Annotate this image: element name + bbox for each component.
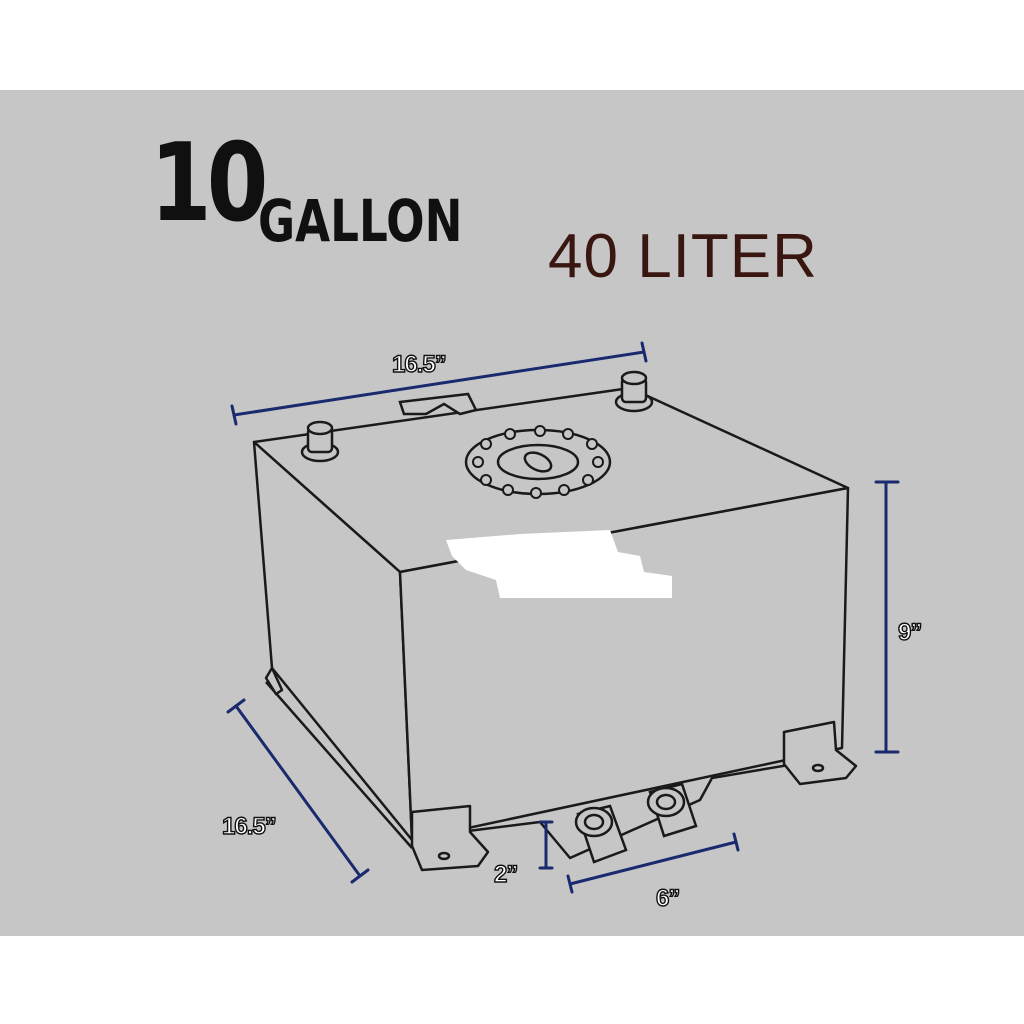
sender-bolts — [472, 425, 604, 499]
fitting-spacing-tick-right — [732, 832, 740, 852]
front-left-bracket-hole — [437, 851, 451, 861]
fitting-spacing-tick-left — [566, 874, 574, 894]
top-width-label: 16.5” — [392, 351, 446, 378]
fuel-sender-flange — [464, 425, 612, 499]
outlet-fitting-left-inner — [583, 813, 605, 831]
outlet-fittings — [574, 782, 698, 864]
sender-bolt — [582, 474, 594, 486]
sender-bolt — [472, 456, 484, 468]
depth-label: 16.5” — [222, 813, 276, 840]
front-left-bracket — [410, 804, 490, 872]
height-label: 9” — [898, 619, 921, 646]
tank-front-bottom-edge — [459, 754, 843, 860]
top-handle-tab — [398, 392, 478, 416]
sender-bolt — [558, 484, 570, 496]
redacted-label — [446, 530, 672, 598]
liter-capacity: 40 LITER — [548, 222, 818, 291]
tank-left-foot-rail — [265, 681, 413, 849]
top-fittings — [300, 370, 654, 463]
top-width-dimension-tick-right — [640, 341, 648, 363]
sender-center-cap — [523, 451, 553, 473]
depth-dimension-tick-top — [226, 698, 246, 714]
sender-bolt — [480, 474, 492, 486]
depth-dimension-line — [234, 704, 362, 878]
sender-bolt — [592, 456, 604, 468]
top-width-dimension-tick-left — [230, 404, 238, 426]
front-right-bracket-hole — [811, 763, 825, 773]
mounting-brackets — [264, 666, 858, 872]
sender-bolt — [530, 487, 542, 499]
sender-bolt — [562, 428, 574, 440]
depth-dimension-tick-bottom — [350, 868, 370, 884]
sender-bolt — [480, 438, 492, 450]
rear-left-bracket — [264, 666, 284, 696]
gallon-capacity-number: 10 — [150, 121, 268, 246]
fitting-height-label: 2” — [494, 861, 517, 888]
left-vent-fitting-cap — [306, 420, 334, 436]
sender-bolt — [586, 438, 598, 450]
sender-bolt — [534, 425, 546, 437]
fitting-spacing-dimension-line — [568, 840, 738, 886]
sender-bolt — [502, 484, 514, 496]
fitting-spacing-label: 6” — [656, 885, 679, 912]
right-vent-fitting-cap — [620, 370, 648, 386]
outlet-fitting-right-inner — [655, 793, 677, 811]
gallon-capacity-unit: GALLON — [258, 187, 463, 255]
dimension-lines — [226, 341, 900, 894]
sender-bolt — [504, 428, 516, 440]
front-right-bracket — [782, 720, 858, 786]
top-width-dimension-line — [232, 350, 646, 417]
